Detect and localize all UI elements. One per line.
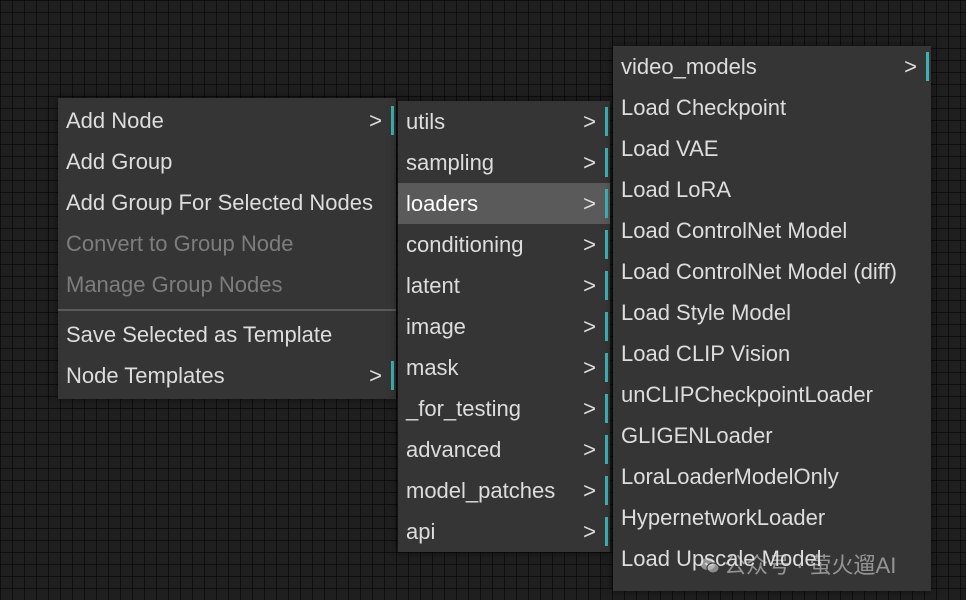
loader-item-load-upscale-model[interactable]: Load Upscale Model [613, 538, 931, 579]
loader-item-hypernetwork-loader[interactable]: HypernetworkLoader [613, 497, 931, 538]
submenu-arrow-icon: > [583, 437, 596, 462]
category-item-advanced[interactable]: advanced > [398, 429, 610, 470]
watermark: 公众号 · 萤火遛AI [700, 548, 896, 580]
menu-item-label: conditioning [406, 232, 524, 257]
menu-item-label: Add Group For Selected Nodes [66, 190, 373, 215]
category-item-loaders[interactable]: loaders > [398, 183, 610, 224]
menu-separator [58, 309, 396, 311]
menu-item-label: advanced [406, 437, 502, 462]
submenu-arrow-icon: > [583, 273, 596, 298]
submenu-arrow-icon: > [583, 191, 596, 216]
loader-item-load-lora[interactable]: Load LoRA [613, 169, 931, 210]
menu-item-label: latent [406, 273, 460, 298]
menu-item-label: Load VAE [621, 136, 719, 161]
submenu-indicator [605, 107, 608, 136]
menu-item-label: mask [406, 355, 459, 380]
submenu-arrow-icon: > [583, 519, 596, 544]
menu-item-label: Load Checkpoint [621, 95, 787, 120]
submenu-indicator [605, 230, 608, 259]
menu-item-label: Load Style Model [621, 300, 791, 325]
submenu-arrow-icon: > [583, 109, 596, 134]
menu-item-label: _for_testing [406, 396, 521, 421]
category-item-conditioning[interactable]: conditioning > [398, 224, 610, 265]
loaders-submenu: video_models > Load Checkpoint Load VAE … [613, 46, 931, 591]
submenu-indicator [391, 361, 394, 390]
menu-item-label: Load ControlNet Model [621, 218, 848, 243]
menu-item-label: Load Upscale Model [621, 546, 822, 571]
menu-item-node-templates[interactable]: Node Templates > [58, 355, 396, 396]
category-item-model-patches[interactable]: model_patches > [398, 470, 610, 511]
submenu-indicator [605, 189, 608, 218]
menu-item-add-group-for-selected-nodes[interactable]: Add Group For Selected Nodes [58, 182, 396, 223]
category-item-latent[interactable]: latent > [398, 265, 610, 306]
menu-item-label: sampling [406, 150, 495, 175]
watermark-text: 公众号 · 萤火遛AI [724, 553, 897, 578]
menu-item-label: image [406, 314, 466, 339]
menu-item-label: api [406, 519, 436, 544]
submenu-indicator [605, 435, 608, 464]
loader-item-unclip-checkpoint-loader[interactable]: unCLIPCheckpointLoader [613, 374, 931, 415]
menu-item-label: GLIGENLoader [621, 423, 773, 448]
menu-item-add-node[interactable]: Add Node > [58, 100, 396, 141]
submenu-arrow-icon: > [369, 363, 382, 388]
category-item-image[interactable]: image > [398, 306, 610, 347]
menu-item-label: Save Selected as Template [66, 322, 333, 347]
menu-item-convert-to-group-node: Convert to Group Node [58, 223, 396, 264]
category-item-utils[interactable]: utils > [398, 101, 610, 142]
menu-item-save-selected-as-template[interactable]: Save Selected as Template [58, 314, 396, 355]
menu-item-label: Load CLIP Vision [621, 341, 791, 366]
submenu-indicator [605, 476, 608, 505]
submenu-arrow-icon: > [583, 396, 596, 421]
menu-item-label: unCLIPCheckpointLoader [621, 382, 873, 407]
menu-item-manage-group-nodes: Manage Group Nodes [58, 264, 396, 305]
submenu-arrow-icon: > [369, 108, 382, 133]
category-submenu: utils > sampling > loaders > conditionin… [398, 101, 610, 552]
submenu-arrow-icon: > [583, 355, 596, 380]
menu-item-label: Node Templates [66, 363, 225, 388]
submenu-indicator [605, 394, 608, 423]
submenu-indicator [605, 517, 608, 546]
menu-item-label: loaders [406, 191, 479, 216]
submenu-indicator [605, 148, 608, 177]
submenu-indicator [605, 353, 608, 382]
submenu-indicator [391, 106, 394, 135]
menu-item-label: Manage Group Nodes [66, 272, 283, 297]
menu-item-label: Load LoRA [621, 177, 732, 202]
menu-item-label: Convert to Group Node [66, 231, 294, 256]
loader-item-load-controlnet-model[interactable]: Load ControlNet Model [613, 210, 931, 251]
loader-item-video-models[interactable]: video_models > [613, 46, 931, 87]
loader-item-load-checkpoint[interactable]: Load Checkpoint [613, 87, 931, 128]
menu-item-label: Add Node [66, 108, 164, 133]
menu-item-label: model_patches [406, 478, 556, 503]
submenu-arrow-icon: > [583, 478, 596, 503]
loader-item-gligen-loader[interactable]: GLIGENLoader [613, 415, 931, 456]
menu-item-add-group[interactable]: Add Group [58, 141, 396, 182]
menu-item-label: video_models [621, 54, 757, 79]
menu-item-label: Load ControlNet Model (diff) [621, 259, 897, 284]
submenu-arrow-icon: > [583, 314, 596, 339]
submenu-indicator [605, 312, 608, 341]
context-menu: Add Node > Add Group Add Group For Selec… [58, 98, 396, 399]
menu-item-label: Add Group [66, 149, 173, 174]
submenu-indicator [605, 271, 608, 300]
loader-item-load-clip-vision[interactable]: Load CLIP Vision [613, 333, 931, 374]
loader-item-load-style-model[interactable]: Load Style Model [613, 292, 931, 333]
loader-item-lora-loader-model-only[interactable]: LoraLoaderModelOnly [613, 456, 931, 497]
submenu-indicator [926, 52, 929, 81]
wechat-icon [700, 558, 720, 574]
category-item-for-testing[interactable]: _for_testing > [398, 388, 610, 429]
loader-item-load-controlnet-model-diff[interactable]: Load ControlNet Model (diff) [613, 251, 931, 292]
category-item-api[interactable]: api > [398, 511, 610, 552]
category-item-mask[interactable]: mask > [398, 347, 610, 388]
menu-item-label: LoraLoaderModelOnly [621, 464, 839, 489]
submenu-arrow-icon: > [583, 150, 596, 175]
submenu-arrow-icon: > [583, 232, 596, 257]
submenu-arrow-icon: > [904, 54, 917, 79]
menu-item-label: utils [406, 109, 446, 134]
loader-item-load-vae[interactable]: Load VAE [613, 128, 931, 169]
menu-item-label: HypernetworkLoader [621, 505, 826, 530]
category-item-sampling[interactable]: sampling > [398, 142, 610, 183]
